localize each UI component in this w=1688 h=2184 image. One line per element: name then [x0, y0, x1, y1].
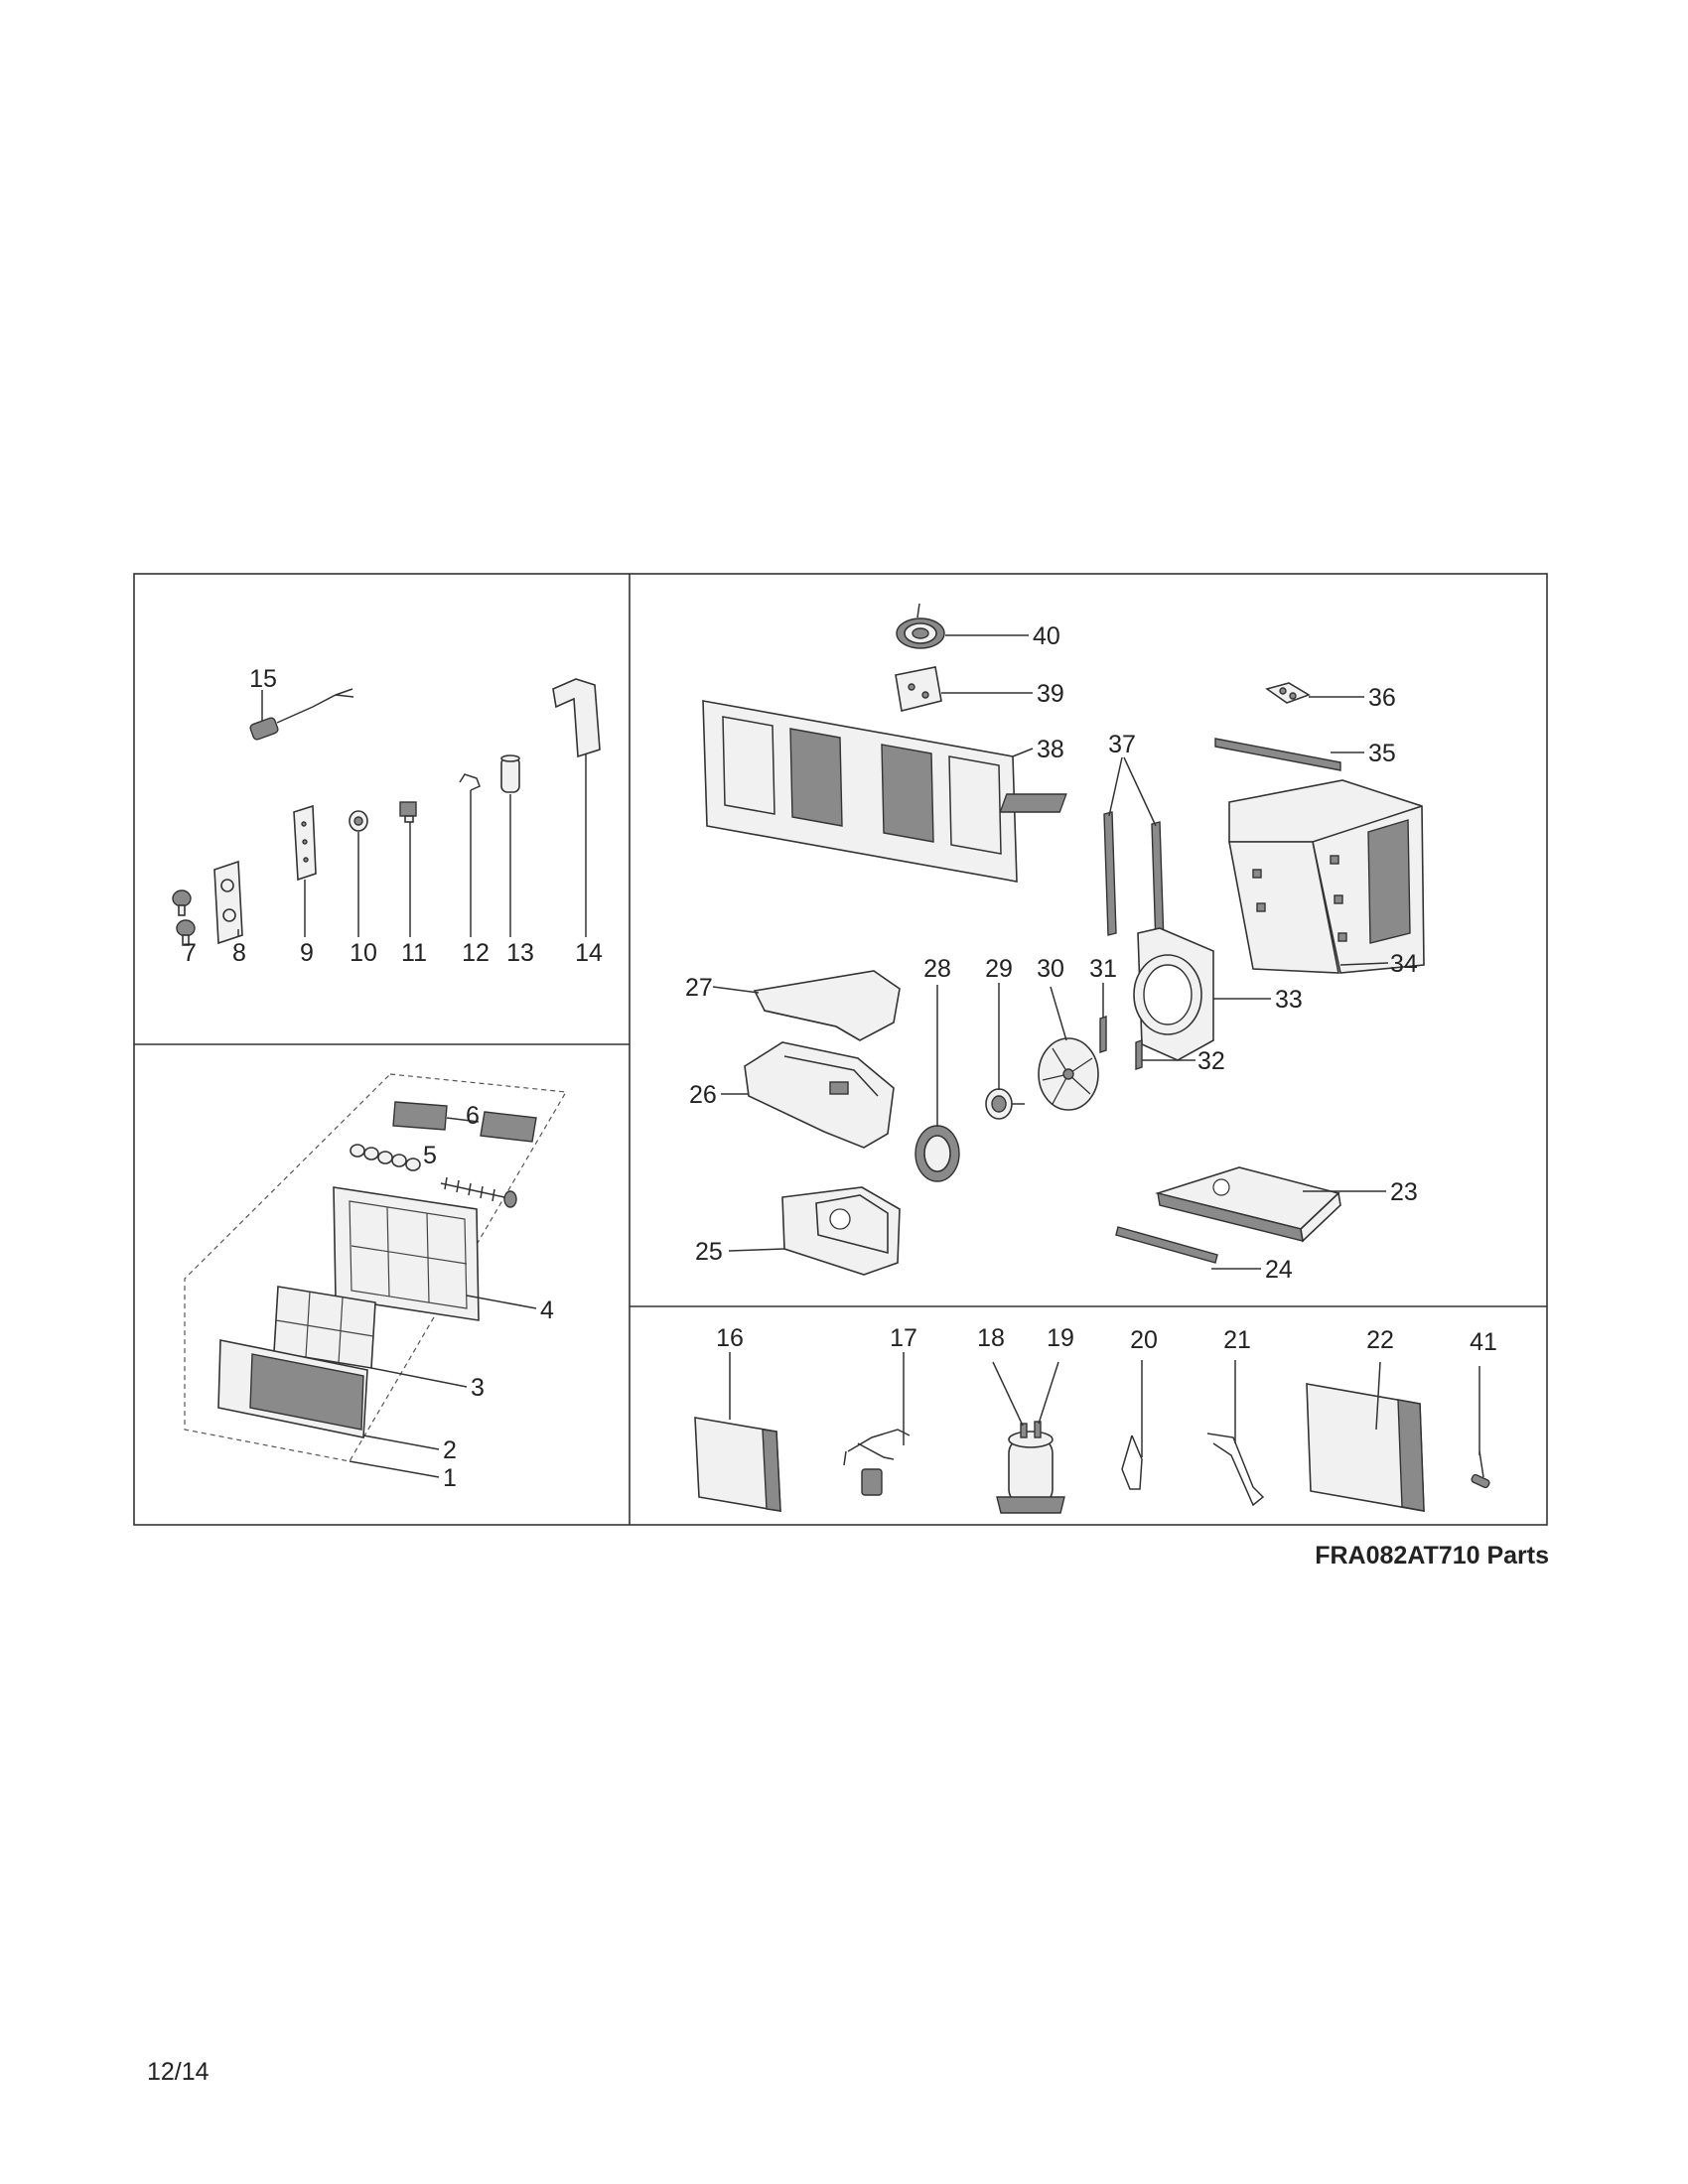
label-3: 3 — [471, 1374, 485, 1402]
label-6: 6 — [466, 1102, 480, 1130]
knob-part — [349, 810, 368, 832]
switch-part — [399, 801, 417, 823]
control-panel-part — [213, 860, 243, 945]
panel-frames — [133, 573, 1548, 1526]
label-36: 36 — [1368, 684, 1396, 712]
label-33: 33 — [1275, 986, 1303, 1014]
label-27: 27 — [685, 974, 713, 1002]
evaporator-coil-part — [694, 1417, 781, 1512]
chassis-parts-group: 40 39 38 37 36 35 34 33 32 31 30 29 28 2… — [685, 603, 1425, 1284]
rail-part — [1214, 738, 1341, 771]
label-20: 20 — [1130, 1326, 1158, 1354]
front-grille-part — [217, 1339, 368, 1438]
control-parts-group: 15 7 8 9 10 11 12 13 14 — [172, 665, 603, 967]
sensor-part — [1471, 1450, 1490, 1489]
label-9: 9 — [300, 939, 314, 967]
air-duct-base-part — [744, 1041, 895, 1149]
spring-part — [1135, 1039, 1143, 1070]
compressor-part — [996, 1421, 1065, 1514]
label-37: 37 — [1108, 731, 1136, 758]
tube-20-part — [1121, 1434, 1143, 1490]
gasket-piece-part — [895, 666, 942, 712]
capacitor-part — [500, 754, 520, 793]
label-4: 4 — [540, 1297, 554, 1324]
label-23: 23 — [1390, 1178, 1418, 1206]
louver-linkage-part — [350, 1144, 517, 1208]
label-8: 8 — [232, 939, 246, 967]
label-18: 18 — [977, 1324, 1005, 1352]
air-duct-top-part — [753, 970, 901, 1041]
label-22: 22 — [1366, 1326, 1394, 1354]
blower-wheel-part — [914, 1125, 960, 1182]
seal-strip-part — [1103, 811, 1165, 946]
label-40: 40 — [1033, 622, 1060, 650]
label-26: 26 — [689, 1081, 717, 1109]
label-34: 34 — [1390, 950, 1418, 978]
label-10: 10 — [350, 939, 377, 967]
label-30: 30 — [1037, 955, 1064, 983]
label-28: 28 — [923, 955, 951, 983]
label-21: 21 — [1223, 1326, 1251, 1354]
power-cord-part — [249, 688, 354, 741]
label-5: 5 — [423, 1142, 437, 1169]
fan-blade-part — [1038, 1037, 1099, 1111]
louver-part — [392, 1101, 537, 1143]
label-16: 16 — [716, 1324, 744, 1352]
control-board-part — [293, 804, 317, 882]
label-14: 14 — [575, 939, 603, 967]
front-frame-part — [333, 1186, 480, 1321]
label-39: 39 — [1037, 680, 1064, 708]
refrigeration-parts-group: 16 17 18 19 20 21 22 41 — [694, 1324, 1497, 1514]
label-25: 25 — [695, 1238, 723, 1266]
condenser-coil-part — [1306, 1383, 1425, 1512]
label-19: 19 — [1047, 1324, 1074, 1352]
label-24: 24 — [1265, 1256, 1293, 1284]
label-2: 2 — [443, 1436, 457, 1464]
label-15: 15 — [249, 665, 277, 693]
control-knobs-part — [172, 889, 196, 946]
label-38: 38 — [1037, 736, 1064, 763]
fan-shroud-part — [1133, 927, 1214, 1061]
label-41: 41 — [1470, 1328, 1497, 1356]
fan-clip-part — [1099, 1016, 1107, 1053]
label-7: 7 — [183, 939, 197, 967]
cabinet-part — [999, 779, 1425, 974]
label-11: 11 — [401, 939, 427, 967]
coil-part — [896, 603, 945, 649]
label-12: 12 — [462, 939, 490, 967]
base-pan-part — [1155, 1166, 1341, 1243]
clip-part — [459, 773, 481, 791]
side-curtain-part — [702, 700, 1018, 883]
label-31: 31 — [1089, 955, 1117, 983]
label-29: 29 — [985, 955, 1013, 983]
label-17: 17 — [890, 1324, 917, 1352]
tube-21-part — [1206, 1433, 1265, 1507]
label-32: 32 — [1197, 1047, 1225, 1075]
label-1: 1 — [443, 1464, 457, 1492]
control-bracket-part — [552, 678, 601, 758]
fan-motor-part — [985, 1088, 1025, 1120]
drain-pan-part — [781, 1186, 901, 1276]
label-13: 13 — [506, 939, 534, 967]
label-35: 35 — [1368, 740, 1396, 767]
bracket-part — [1265, 682, 1311, 704]
front-grille-group: 6 5 4 3 2 1 — [184, 1073, 567, 1492]
diagram-caption: FRA082AT710 Parts — [1315, 1542, 1549, 1570]
valve-assembly-part — [843, 1429, 911, 1496]
page-number: 12/14 — [147, 2058, 210, 2086]
base-rail-part — [1115, 1226, 1218, 1264]
